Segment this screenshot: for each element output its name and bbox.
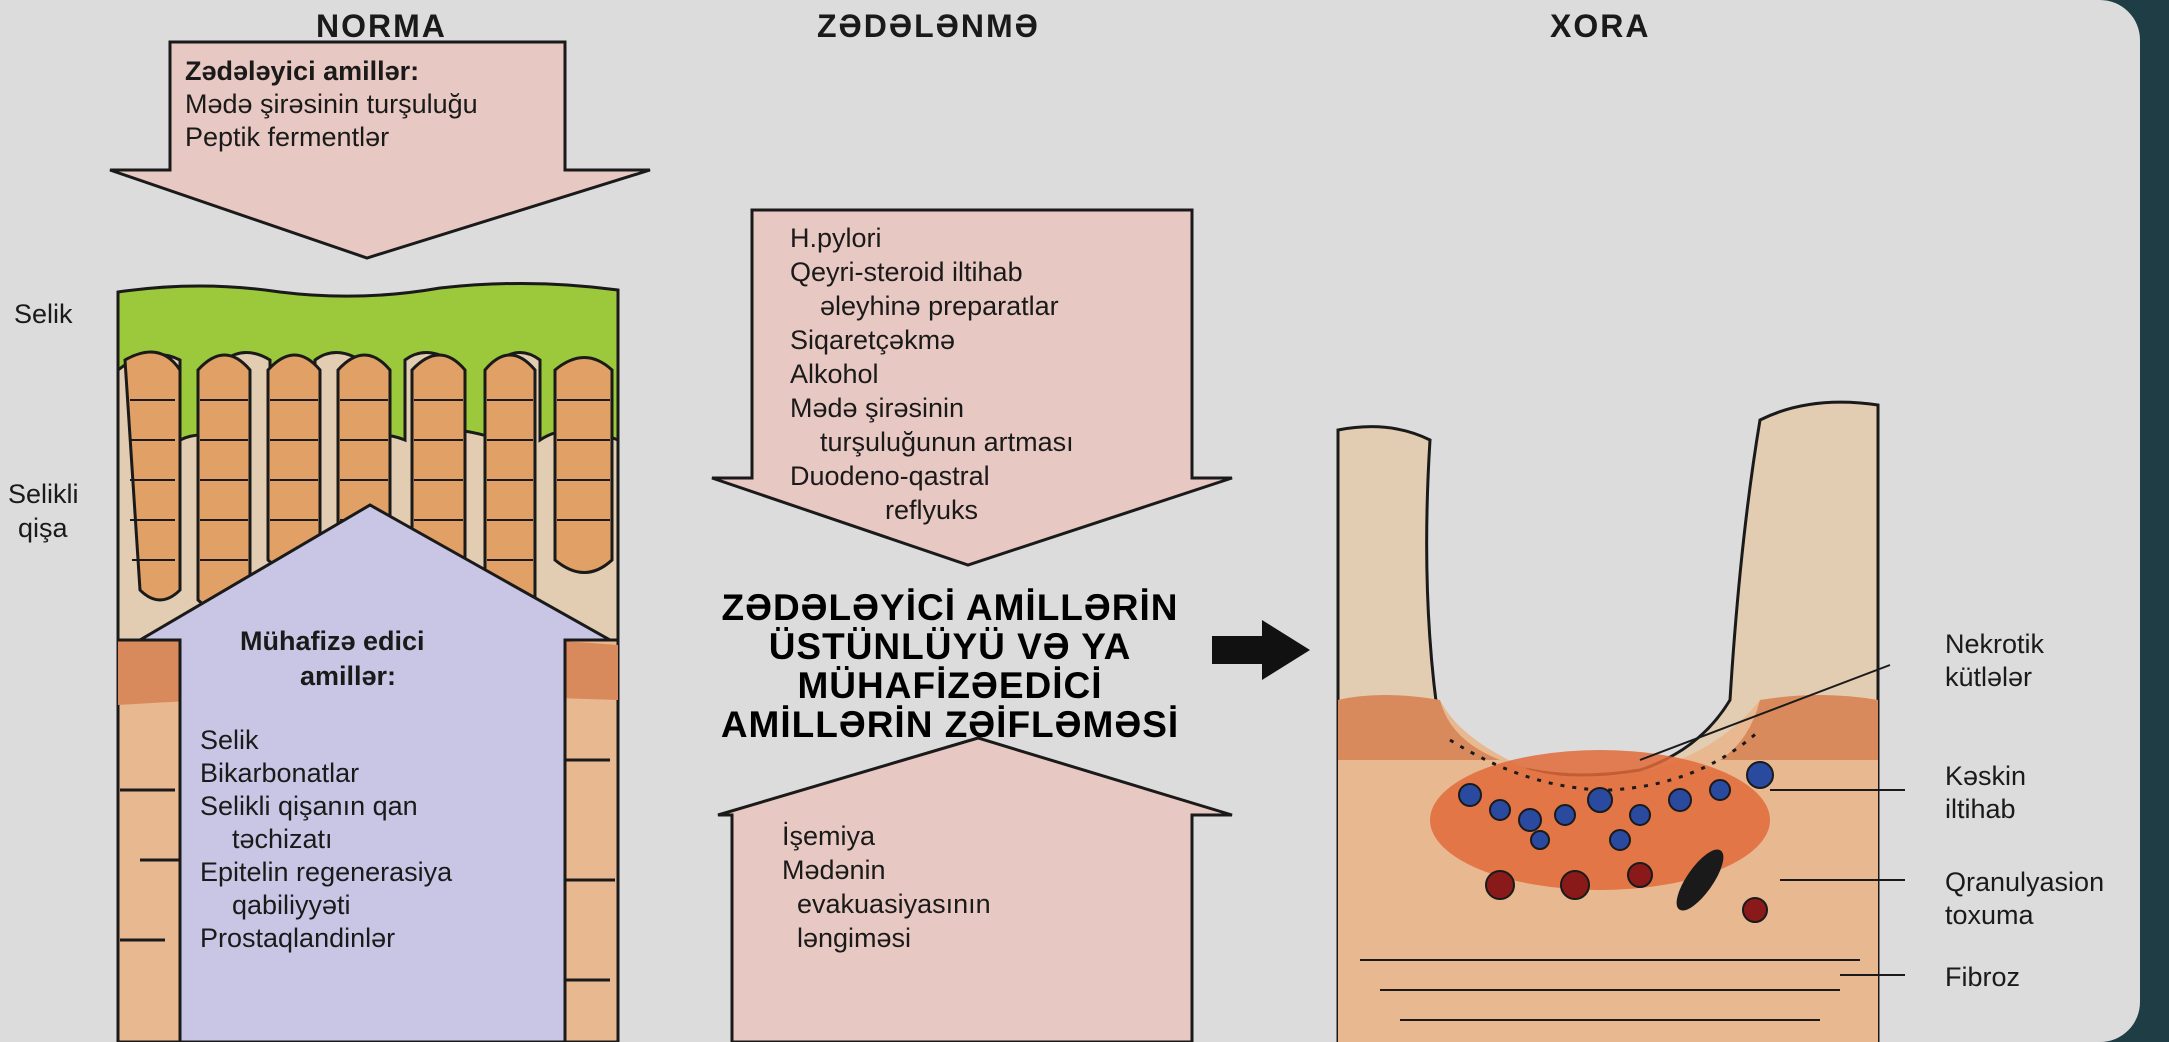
label-granulation-line2: toxuma [1945, 899, 2034, 931]
protective-item: Prostaqlandinlər [200, 922, 395, 955]
label-necrotic-line1: Nekrotik [1945, 628, 2044, 660]
ulcer-illustration [1338, 402, 1905, 1042]
damaging-item: Mədə şirəsinin turşuluğu [185, 88, 478, 121]
protective-item: Selik [200, 724, 259, 757]
label-mucosa-line1: Selikli [8, 478, 79, 510]
defense-weakening-item: evakuasiyasının [797, 888, 991, 921]
label-mucosa-line2: qişa [18, 512, 68, 544]
label-granulation-line1: Qranulyasion [1945, 866, 2104, 898]
defense-weakening-item: ləngiməsi [797, 922, 911, 955]
aggressive-item: Siqaretçəkmə [790, 324, 955, 357]
label-mucus: Selik [14, 298, 73, 330]
protective-title-line2: amillər: [300, 660, 396, 693]
label-fibrosis: Fibroz [1945, 961, 2020, 993]
header-xora: XORA [1550, 8, 1650, 45]
protective-item: Selikli qişanın qan [200, 790, 418, 823]
aggressive-item: Qeyri-steroid iltihab [790, 256, 1023, 289]
aggressive-item: reflyuks [885, 494, 978, 527]
aggressive-item: Mədə şirəsinin [790, 392, 964, 425]
header-zedelenme: ZƏDƏLƏNMƏ [817, 8, 1040, 45]
damaging-item: Peptik fermentlər [185, 121, 389, 154]
aggressive-item: Duodeno-qastral [790, 460, 990, 493]
imbalance-statement: ZƏDƏLƏYİCİ AMİLLƏRİN ÜSTÜNLÜYÜ VƏ YA MÜH… [640, 588, 1260, 744]
aggressive-item: turşuluğunun artması [820, 426, 1074, 459]
defense-weakening-item: Mədənin [782, 854, 886, 887]
label-necrotic-line2: kütlələr [1945, 661, 2032, 693]
protective-title-line1: Mühafizə edici [240, 625, 425, 658]
aggressive-item: H.pylori [790, 222, 882, 255]
aggressive-item: Alkohol [790, 358, 879, 391]
header-norma: NORMA [316, 8, 447, 45]
imbalance-line: MÜHAFİZƏEDİCİ [640, 666, 1260, 705]
label-acute-line2: iltihab [1945, 793, 2016, 825]
defense-weakening-item: İşemiya [782, 820, 875, 853]
damaging-factors-title: Zədələyici amillər: [185, 55, 419, 88]
imbalance-line: AMİLLƏRİN ZƏİFLƏMƏSİ [640, 705, 1260, 744]
imbalance-line: ZƏDƏLƏYİCİ AMİLLƏRİN [640, 588, 1260, 627]
aggressive-item: əleyhinə preparatlar [820, 290, 1059, 323]
protective-item: qabiliyyəti [232, 889, 351, 922]
imbalance-line: ÜSTÜNLÜYÜ VƏ YA [640, 627, 1260, 666]
protective-item: təchizatı [232, 823, 333, 856]
protective-item: Bikarbonatlar [200, 757, 359, 790]
protective-item: Epitelin regenerasiya [200, 856, 452, 889]
label-acute-line1: Kəskin [1945, 760, 2026, 792]
